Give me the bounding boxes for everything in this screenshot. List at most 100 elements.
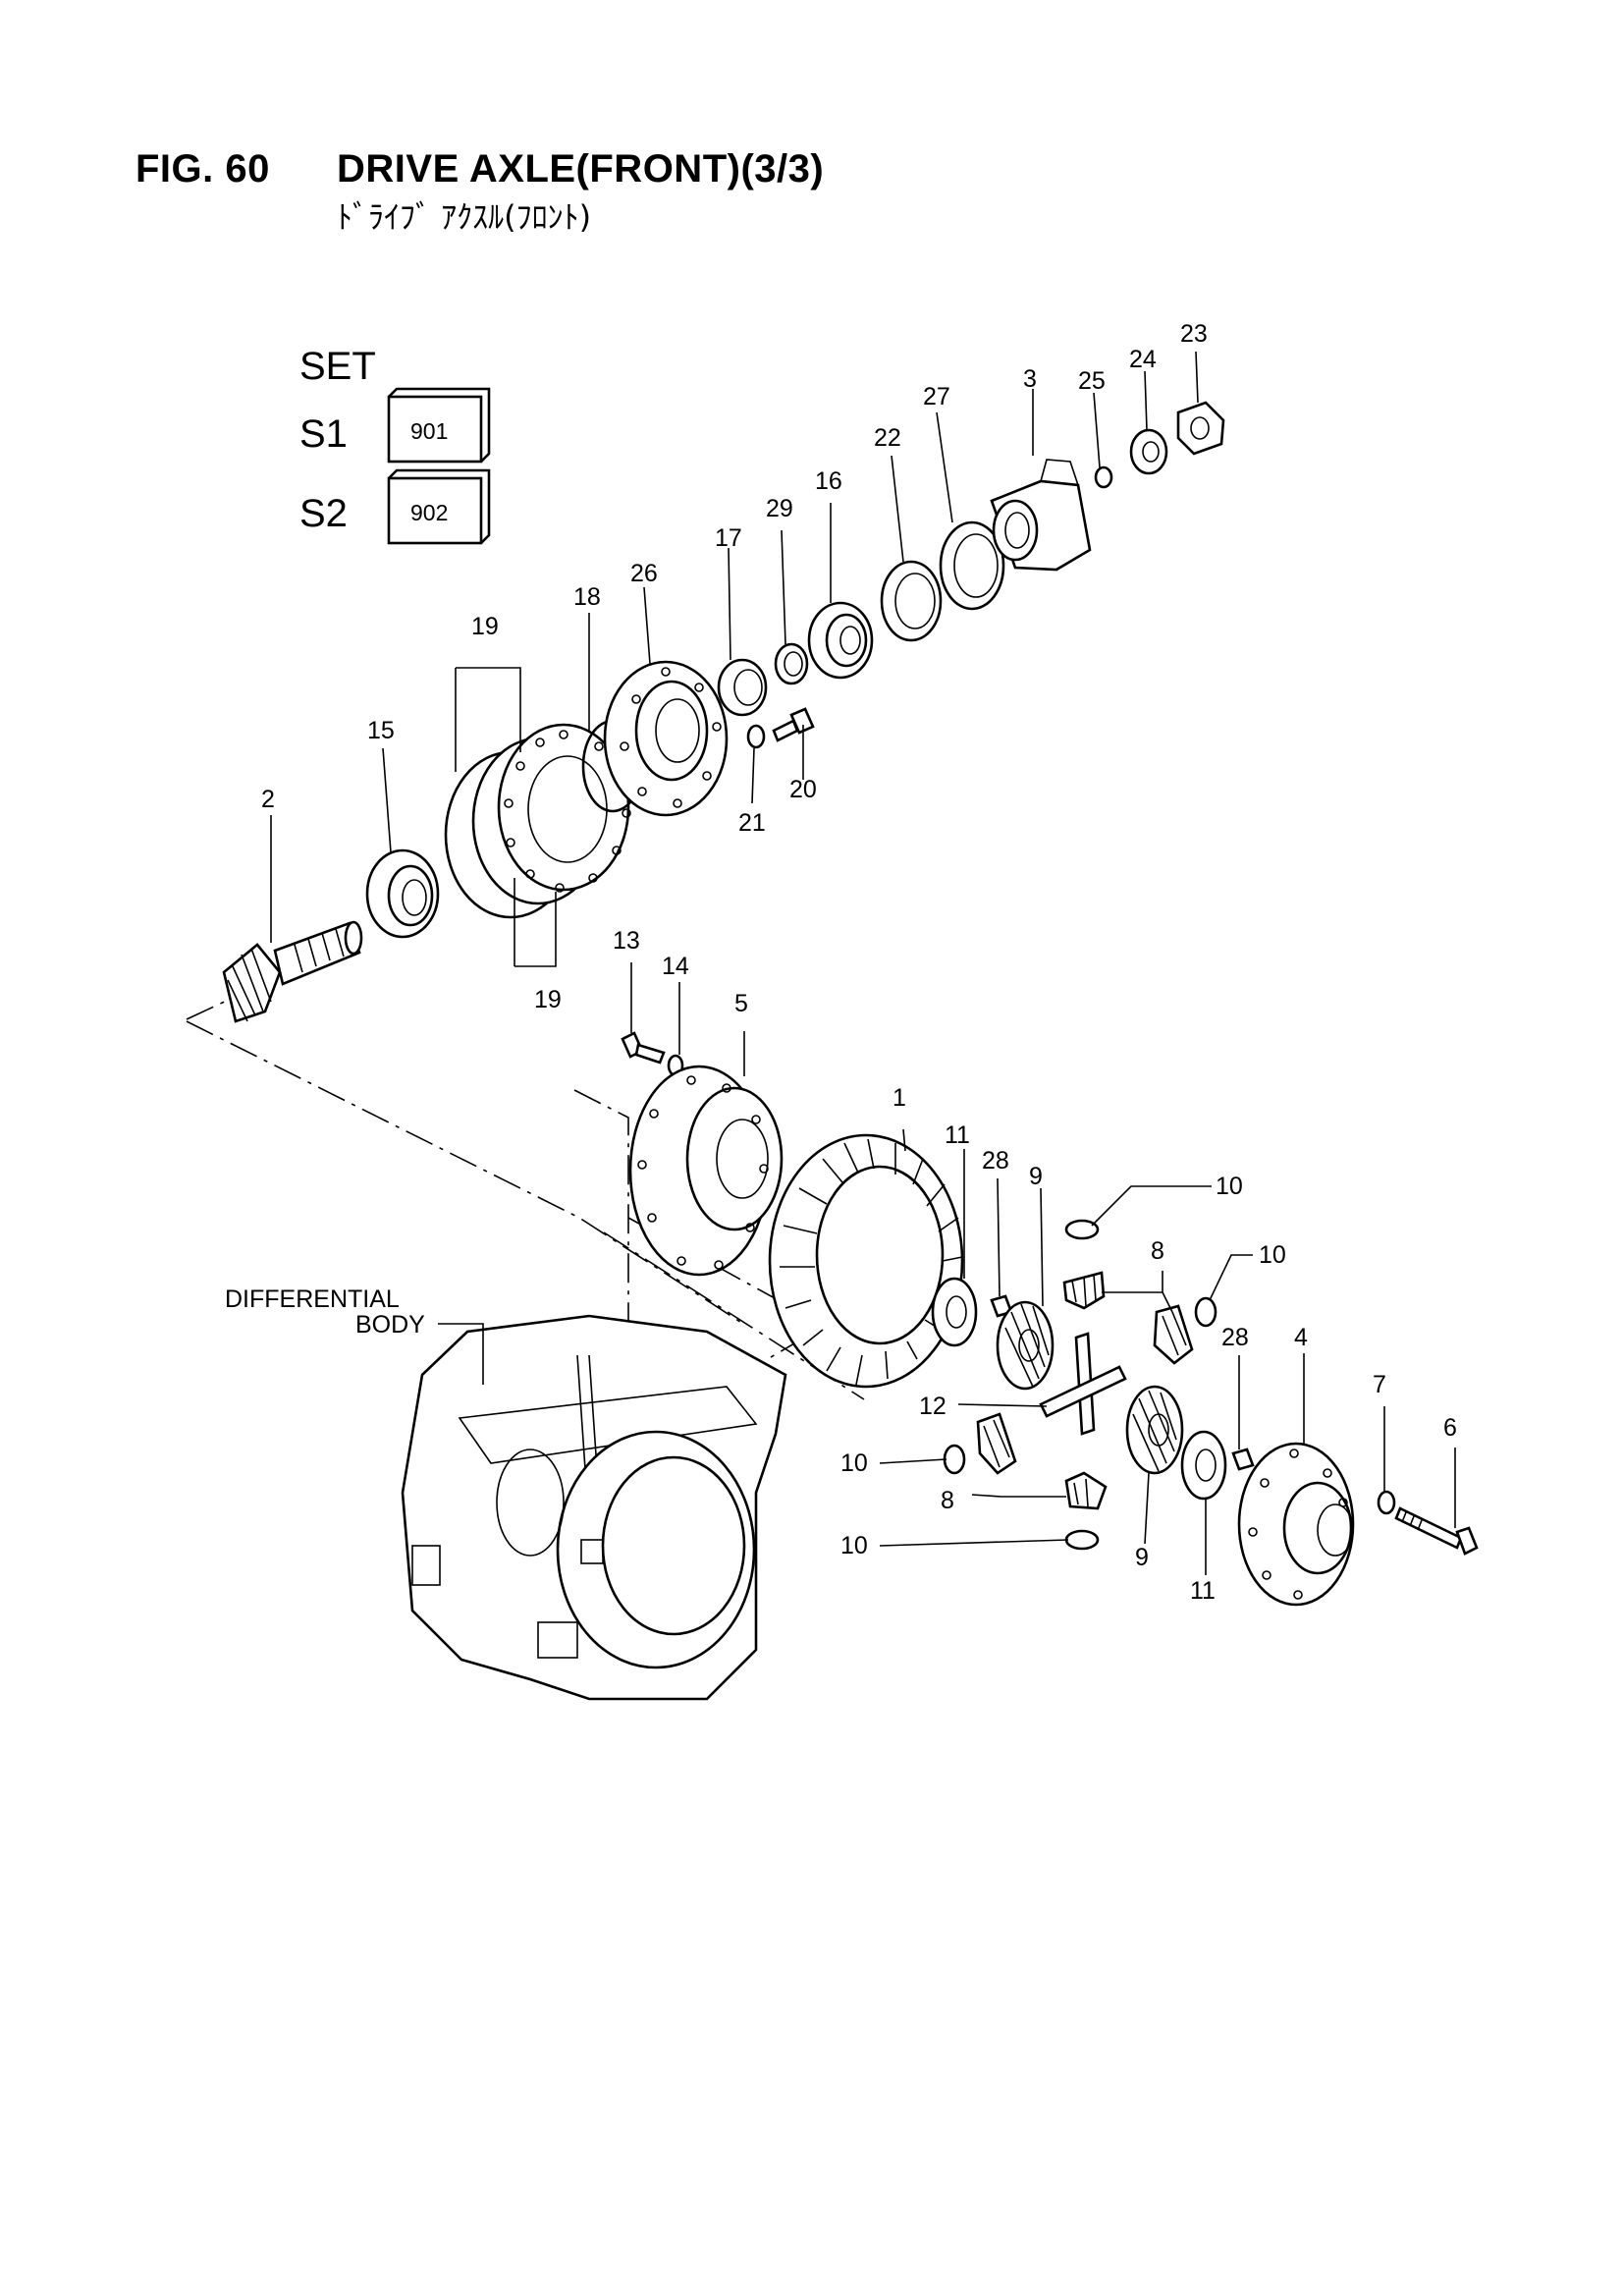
pinion-gear-part-8-top <box>1062 1271 1106 1310</box>
set-legend: SET S1 901 S2 902 <box>299 345 491 545</box>
leader-8-lower <box>971 1494 1066 1498</box>
washer-24-outer <box>1129 428 1168 475</box>
differential-body-housing <box>401 1314 787 1701</box>
figure-subtitle-jp: ﾄﾞﾗｲﾌﾞ ｱｸｽﾙ(ﾌﾛﾝﾄ) <box>337 198 592 236</box>
callout-18: 18 <box>573 583 601 611</box>
washer-part-10-a <box>1064 1219 1100 1240</box>
callout-29: 29 <box>766 495 793 522</box>
callout-10-c: 10 <box>840 1449 868 1477</box>
washer-part-21 <box>746 724 766 749</box>
retainer-26-hub <box>634 680 709 782</box>
callout-22: 22 <box>874 424 901 452</box>
bearing-part-15 <box>365 848 440 939</box>
spider-12-horizontal <box>1039 1365 1127 1418</box>
callout-9-upper: 9 <box>1029 1163 1043 1190</box>
ring-gear-1-inner <box>815 1165 945 1345</box>
leader-10-b <box>1209 1254 1253 1301</box>
callout-4: 4 <box>1294 1324 1308 1351</box>
callout-19-lower: 19 <box>534 986 562 1013</box>
leader-25 <box>1093 392 1101 468</box>
leader-28-upper <box>997 1177 1001 1297</box>
callout-1: 1 <box>893 1084 906 1112</box>
set-s1-box <box>387 395 483 464</box>
pinion-gear-8b-teeth <box>1162 1311 1187 1356</box>
retainer-part-26 <box>603 660 729 817</box>
pinion-shaft-end <box>344 920 363 956</box>
leader-26 <box>643 586 651 665</box>
set-legend-heading: SET <box>299 345 376 388</box>
housing-boss-c <box>580 1539 604 1564</box>
bolt-part-20 <box>772 707 815 742</box>
spacer-22-outer <box>880 560 943 642</box>
callout-17: 17 <box>715 524 742 552</box>
bearing-16-race <box>825 613 868 668</box>
collar-17-inner <box>733 669 763 706</box>
leader-10-a <box>1091 1185 1212 1227</box>
diff-case-5-bolt-holes <box>637 1075 769 1270</box>
assembly-label-line1: DIFFERENTIAL <box>225 1285 400 1313</box>
washer-part-24 <box>1129 428 1168 475</box>
retainer-26-bore <box>655 698 700 763</box>
side-gear-9b-body <box>1125 1385 1184 1475</box>
flange-part-3 <box>990 459 1092 572</box>
set-s2-box-shadow <box>388 468 491 544</box>
pinion-shaft-splines <box>294 928 345 973</box>
spacer-22-inner <box>894 573 936 629</box>
diff-case-4-holes <box>1248 1449 1348 1600</box>
housing-bore-flange <box>556 1430 756 1669</box>
bearing-15-bore <box>402 879 427 916</box>
callout-10-d: 10 <box>840 1532 868 1559</box>
part-callouts: 1 2 3 4 5 6 7 8 8 9 9 10 10 10 10 11 11 … <box>261 320 1457 1605</box>
bolt-part-6 <box>1394 1506 1479 1556</box>
callout-19-upper: 19 <box>471 613 499 640</box>
callout-23: 23 <box>1180 320 1208 348</box>
callout-2: 2 <box>261 786 275 813</box>
diff-case-5-bore <box>716 1119 769 1199</box>
leader-15 <box>382 747 392 853</box>
ring-29-inner <box>784 651 803 677</box>
flange-3-hub <box>992 499 1039 562</box>
leader-19-lower <box>514 878 557 967</box>
housing-left-bore <box>496 1449 565 1557</box>
figure-header: FIG. 60 DRIVE AXLE(FRONT)(3/3) ﾄﾞﾗｲﾌﾞ ｱｸ… <box>0 0 1623 255</box>
set-legend-row-s2-code: 902 <box>410 500 448 525</box>
retainer-26-bolt-holes <box>620 667 722 808</box>
spider-part-12 <box>1039 1332 1127 1436</box>
callout-21: 21 <box>738 809 766 837</box>
flange-3-ear <box>1040 459 1079 486</box>
center-line-case <box>573 1089 629 1355</box>
pinion-gear-part-8-right <box>1153 1304 1194 1365</box>
set-legend-row-s1-code: 901 <box>410 418 448 444</box>
callout-3: 3 <box>1023 365 1037 393</box>
side-gear-part-9-lower <box>1125 1385 1184 1475</box>
pin-part-28-b <box>1231 1448 1255 1471</box>
callout-16: 16 <box>815 467 842 495</box>
callout-24: 24 <box>1129 346 1157 373</box>
washer-part-10-b <box>1194 1296 1217 1328</box>
ring-gear-part-1 <box>768 1133 964 1389</box>
seal-27-inner <box>953 533 999 598</box>
thrust-washer-part-11-right <box>1180 1430 1227 1501</box>
spacer-part-22 <box>880 560 943 642</box>
differential-body-label: DIFFERENTIAL BODY <box>225 1285 484 1385</box>
leader-10-c <box>879 1458 947 1464</box>
bolt-part-13 <box>621 1031 666 1065</box>
callout-8-lower: 8 <box>941 1487 954 1514</box>
leader-10-d <box>879 1539 1069 1547</box>
leader-24 <box>1144 370 1148 431</box>
washer-part-10-c <box>943 1444 966 1475</box>
collar-part-17 <box>717 658 768 717</box>
side-gear-9a-teeth <box>1004 1303 1050 1388</box>
seal-part-27 <box>939 520 1005 611</box>
leader-27 <box>936 411 953 523</box>
bolt-6-thread <box>1401 1511 1423 1531</box>
callout-25: 25 <box>1078 367 1106 395</box>
set-legend-row-s2-label: S2 <box>299 492 348 535</box>
thrust-washer-11b-outer <box>1180 1430 1227 1501</box>
callout-5: 5 <box>734 990 748 1017</box>
diff-case-part-4 <box>1237 1442 1355 1607</box>
side-gear-9b-teeth <box>1132 1390 1177 1472</box>
housing-boss-b <box>411 1545 441 1586</box>
o-ring-part-25 <box>1094 465 1113 489</box>
